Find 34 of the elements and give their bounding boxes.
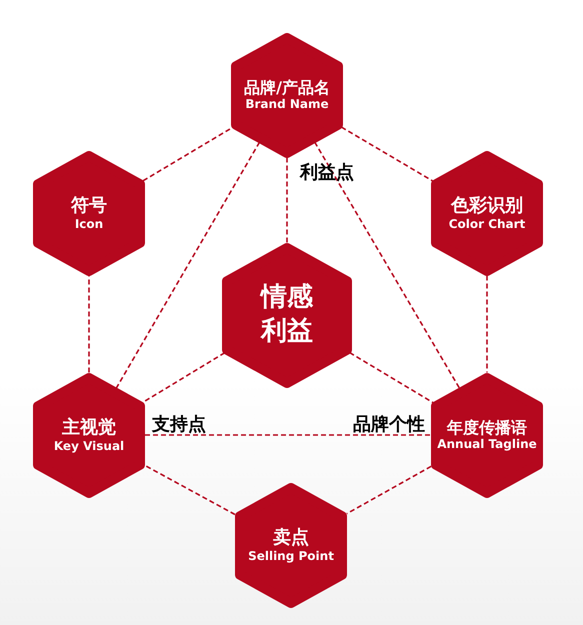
node-title: 年度传播语 xyxy=(447,418,527,438)
dashed-line xyxy=(486,276,488,372)
node-subtitle: Icon xyxy=(74,216,104,231)
vertex-label: 品牌个性 xyxy=(353,413,425,436)
dashed-line xyxy=(286,158,288,242)
dashed-line xyxy=(145,434,431,436)
vertex-label: 支持点 xyxy=(152,413,206,436)
dashed-line xyxy=(142,352,226,404)
node-subtitle: Annual Tagline xyxy=(437,437,537,452)
node-title: 卖点 xyxy=(273,527,309,549)
dashed-line xyxy=(346,466,432,514)
hexagon xyxy=(235,482,347,608)
node-subtitle: Key Visual xyxy=(54,438,124,453)
dashed-line xyxy=(116,142,260,388)
hexagon xyxy=(33,372,145,498)
node-subtitle: Color Chart xyxy=(448,216,526,231)
node-title: 主视觉 xyxy=(62,417,116,439)
hexagon xyxy=(222,242,352,388)
node-title: 情感利益 xyxy=(259,281,314,348)
dashed-line xyxy=(88,276,90,372)
node-title: 品牌/产品名 xyxy=(244,78,330,98)
node-title: 符号 xyxy=(71,195,107,217)
hexagon xyxy=(431,372,543,498)
dashed-line xyxy=(349,352,434,404)
node-subtitle: Selling Point xyxy=(248,548,334,563)
node-title: 色彩识别 xyxy=(451,195,523,217)
hexagon xyxy=(33,150,145,276)
vertex-label: 利益点 xyxy=(300,161,354,184)
dashed-line xyxy=(341,126,433,182)
hexagon xyxy=(231,32,343,158)
hexagon xyxy=(431,150,543,276)
dashed-line xyxy=(144,464,236,516)
node-subtitle: Brand Name xyxy=(245,97,329,112)
dashed-line xyxy=(314,142,460,388)
